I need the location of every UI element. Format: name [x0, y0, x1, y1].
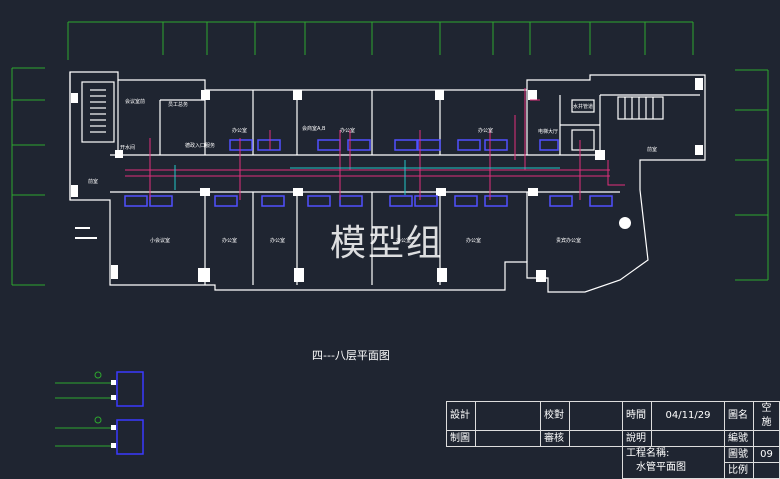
room-label: 会议室前 — [125, 99, 146, 105]
time-label: 時間 — [622, 401, 652, 431]
drawing-name-value: 空施 — [753, 401, 780, 431]
room-label: 员工总务 — [168, 102, 189, 108]
room-label: 前室 — [88, 179, 99, 185]
note-value — [651, 430, 725, 447]
draft-label: 制圖 — [446, 430, 476, 447]
review-label: 審核 — [540, 430, 570, 447]
check-value — [569, 401, 623, 431]
number-value — [753, 430, 780, 447]
date-value: 04/11/29 — [651, 401, 725, 431]
watermark: 模型组 — [330, 223, 445, 264]
room-label: 办公室 — [232, 128, 248, 134]
dimension-lines — [11, 21, 769, 286]
note-label: 說明 — [622, 430, 652, 447]
number-label: 編號 — [724, 430, 754, 447]
design-label: 設計 — [446, 401, 476, 431]
water-pipes — [125, 88, 625, 200]
room-label: 小会议室 — [150, 238, 171, 244]
room-label: 水井管道 — [573, 104, 594, 110]
check-label: 校對 — [540, 401, 570, 431]
review-value — [569, 430, 623, 447]
room-label: 办公室 — [396, 238, 412, 244]
section-marks — [75, 227, 97, 239]
room-label: 开水间 — [120, 145, 136, 151]
drawing-name-label: 圖名 — [724, 401, 754, 431]
title-block: 設計 校對 時間 04/11/29 圖名 空施 制圖 審核 說明 編號 工程名稱… — [446, 401, 780, 479]
room-label: 贵宾办公室 — [556, 238, 582, 244]
drawing-no-label: 圖號 — [724, 446, 754, 463]
room-label: 办公室 — [478, 128, 494, 134]
room-label: 办公室 — [466, 238, 482, 244]
room-label: 前室 — [647, 147, 658, 153]
fan-coil-units — [124, 139, 613, 207]
cyan-pipes — [174, 160, 560, 195]
room-label: 电梯大厅 — [538, 129, 559, 135]
project-name-label: 工程名稱: — [626, 448, 670, 459]
legend-blocks — [116, 371, 144, 455]
columns — [71, 78, 703, 282]
drawing-title: 水管平面图 — [636, 462, 686, 473]
design-value — [475, 401, 541, 431]
room-label: 德政入口服务 — [185, 143, 216, 149]
drawing-no-value: 09 — [753, 446, 780, 463]
draft-value — [475, 430, 541, 447]
room-label: 办公室 — [340, 128, 356, 134]
room-label: 会商室A,B — [302, 126, 326, 132]
legend-symbols — [55, 371, 115, 447]
room-label: 办公室 — [222, 238, 238, 244]
plan-title: 四---八层平面图 — [312, 349, 390, 362]
legend-dots — [111, 380, 116, 448]
room-label: 办公室 — [270, 238, 286, 244]
